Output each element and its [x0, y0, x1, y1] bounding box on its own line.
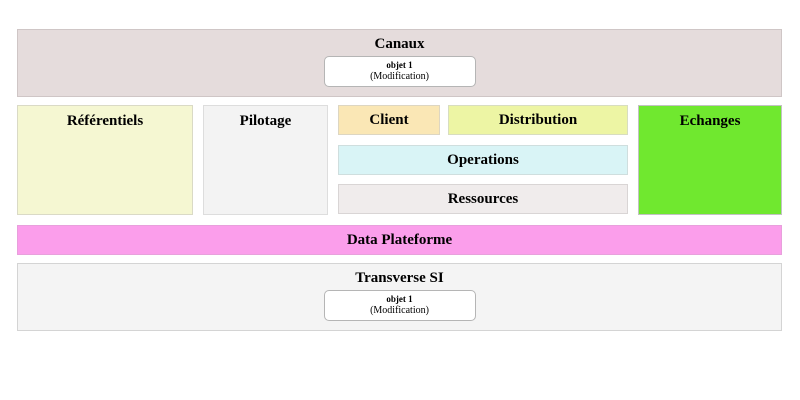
client-section[interactable]: Client: [338, 105, 440, 135]
echanges-title: Echanges: [679, 113, 741, 129]
distribution-section[interactable]: Distribution: [448, 105, 628, 135]
object-name: objet 1: [386, 294, 413, 304]
object-detail: (Modification): [370, 305, 429, 316]
client-title: Client: [369, 112, 409, 128]
referentiels-section[interactable]: Référentiels: [17, 105, 193, 215]
transverse-si-section[interactable]: Transverse SI objet 1 (Modification): [17, 263, 782, 331]
canaux-title: Canaux: [374, 36, 425, 52]
operations-section[interactable]: Operations: [338, 145, 628, 175]
pilotage-section[interactable]: Pilotage: [203, 105, 328, 215]
object-detail: (Modification): [370, 71, 429, 82]
echanges-section[interactable]: Echanges: [638, 105, 782, 215]
transverse-si-title: Transverse SI: [355, 270, 444, 286]
object-name: objet 1: [386, 60, 413, 70]
referentiels-title: Référentiels: [66, 113, 144, 129]
canaux-section[interactable]: Canaux objet 1 (Modification): [17, 29, 782, 97]
data-plateforme-title: Data Plateforme: [346, 232, 453, 248]
distribution-title: Distribution: [498, 112, 578, 128]
canaux-object-node[interactable]: objet 1 (Modification): [323, 56, 476, 87]
data-plateforme-section[interactable]: Data Plateforme: [17, 225, 782, 255]
ressources-section[interactable]: Ressources: [338, 184, 628, 214]
operations-title: Operations: [447, 152, 519, 168]
transverse-object-node[interactable]: objet 1 (Modification): [323, 290, 476, 321]
ressources-title: Ressources: [447, 191, 519, 207]
pilotage-title: Pilotage: [239, 113, 292, 129]
